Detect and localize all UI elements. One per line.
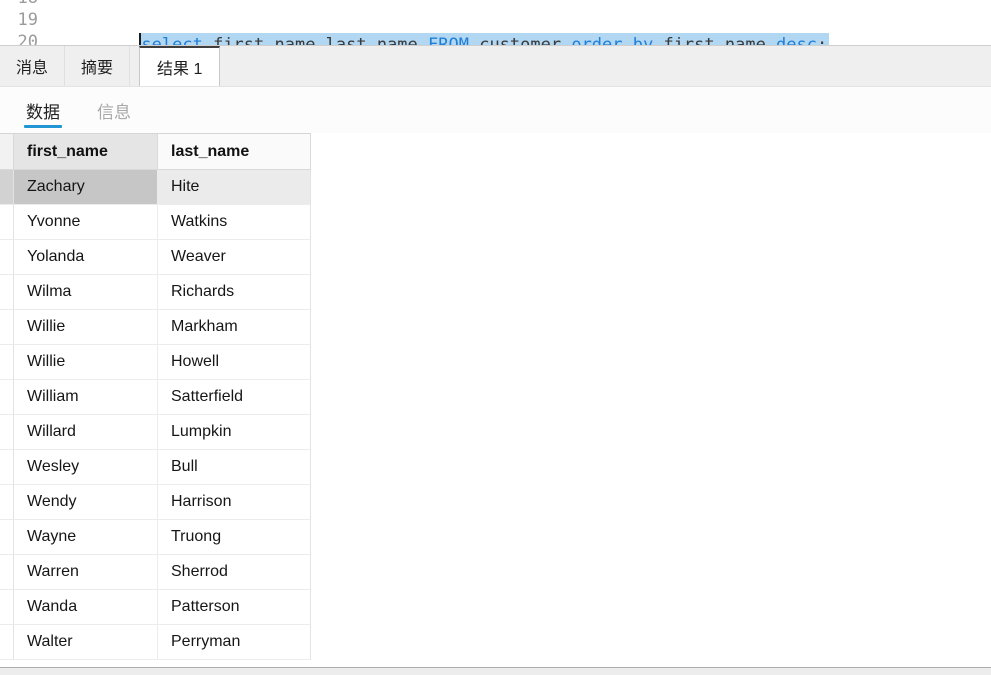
cell-last_name[interactable]: Hite: [158, 170, 311, 205]
cell-first_name[interactable]: Willard: [14, 415, 158, 450]
active-subtab-underline: [24, 125, 62, 128]
sql-token-keyword: FROM: [428, 35, 480, 45]
cell-first_name[interactable]: Wendy: [14, 485, 158, 520]
row-selector[interactable]: [0, 415, 14, 450]
cell-last_name[interactable]: Richards: [158, 275, 311, 310]
cell-last_name[interactable]: Weaver: [158, 240, 311, 275]
cell-last_name[interactable]: Howell: [158, 345, 311, 380]
cell-last_name[interactable]: Truong: [158, 520, 311, 555]
cell-last_name[interactable]: Markham: [158, 310, 311, 345]
result-tab-bar: 消息 摘要 结果 1: [0, 45, 991, 86]
cell-last_name[interactable]: Watkins: [158, 205, 311, 240]
cell-first_name[interactable]: Warren: [14, 555, 158, 590]
sql-statement-line[interactable]: select first_name,last_name FROM custome…: [78, 8, 830, 45]
row-selector[interactable]: [0, 520, 14, 555]
sql-token-keyword: select: [141, 35, 214, 45]
column-header-last-name[interactable]: last_name: [158, 134, 311, 169]
cell-last_name[interactable]: Lumpkin: [158, 415, 311, 450]
cell-last_name[interactable]: Bull: [158, 450, 311, 485]
row-selector[interactable]: [0, 590, 14, 625]
subtab-info-label: 信息: [97, 102, 131, 122]
row-selector[interactable]: [0, 170, 14, 205]
cell-first_name[interactable]: Wilma: [14, 275, 158, 310]
tab-messages[interactable]: 消息: [0, 46, 66, 86]
subtab-data[interactable]: 数据: [24, 87, 62, 133]
cell-last_name[interactable]: Perryman: [158, 625, 311, 660]
row-selector[interactable]: [0, 205, 14, 240]
sql-token-keyword: desc: [776, 35, 817, 45]
grid-corner-cell[interactable]: [0, 134, 14, 169]
subtab-data-label: 数据: [26, 102, 60, 122]
cell-first_name[interactable]: Zachary: [14, 170, 158, 205]
cell-first_name[interactable]: Wesley: [14, 450, 158, 485]
line-number-19: 19: [17, 10, 38, 30]
cell-last_name[interactable]: Patterson: [158, 590, 311, 625]
row-selector[interactable]: [0, 625, 14, 660]
line-number-18: 18: [0, 0, 38, 10]
cell-first_name[interactable]: Willie: [14, 310, 158, 345]
sql-selected-text[interactable]: select first_name,last_name FROM custome…: [139, 33, 830, 45]
cell-last_name[interactable]: Sherrod: [158, 555, 311, 590]
sql-token-plain: first_name: [663, 35, 777, 45]
row-selector[interactable]: [0, 450, 14, 485]
cell-first_name[interactable]: William: [14, 380, 158, 415]
row-selector[interactable]: [0, 310, 14, 345]
cell-last_name[interactable]: Satterfield: [158, 380, 311, 415]
sql-token-plain: ;: [817, 35, 828, 45]
cell-first_name[interactable]: Yvonne: [14, 205, 158, 240]
tab-result-1[interactable]: 结果 1: [139, 46, 221, 86]
line-number-20: 20: [17, 32, 38, 45]
subtab-info[interactable]: 信息: [97, 87, 131, 133]
cell-last_name[interactable]: Harrison: [158, 485, 311, 520]
column-header-first-name[interactable]: first_name: [14, 134, 158, 169]
row-selector[interactable]: [0, 485, 14, 520]
row-selector[interactable]: [0, 240, 14, 275]
cell-first_name[interactable]: Willie: [14, 345, 158, 380]
tab-summary[interactable]: 摘要: [65, 46, 131, 86]
cell-first_name[interactable]: Wanda: [14, 590, 158, 625]
cell-first_name[interactable]: Wayne: [14, 520, 158, 555]
result-subtab-bar: 数据 信息: [0, 86, 991, 133]
sql-token-plain: first_name,last_name: [213, 35, 429, 45]
row-selector[interactable]: [0, 345, 14, 380]
cell-first_name[interactable]: Yolanda: [14, 240, 158, 275]
sql-token-plain: customer: [479, 35, 572, 45]
row-selector[interactable]: [0, 380, 14, 415]
grid-header-row: first_name last_name: [0, 133, 311, 170]
sql-editor[interactable]: 18 19 20 select first_name,last_name FRO…: [0, 0, 991, 45]
row-selector[interactable]: [0, 555, 14, 590]
bottom-panel-edge: [0, 667, 991, 675]
row-selector[interactable]: [0, 275, 14, 310]
cell-first_name[interactable]: Walter: [14, 625, 158, 660]
sql-token-keyword: order by: [571, 35, 664, 45]
